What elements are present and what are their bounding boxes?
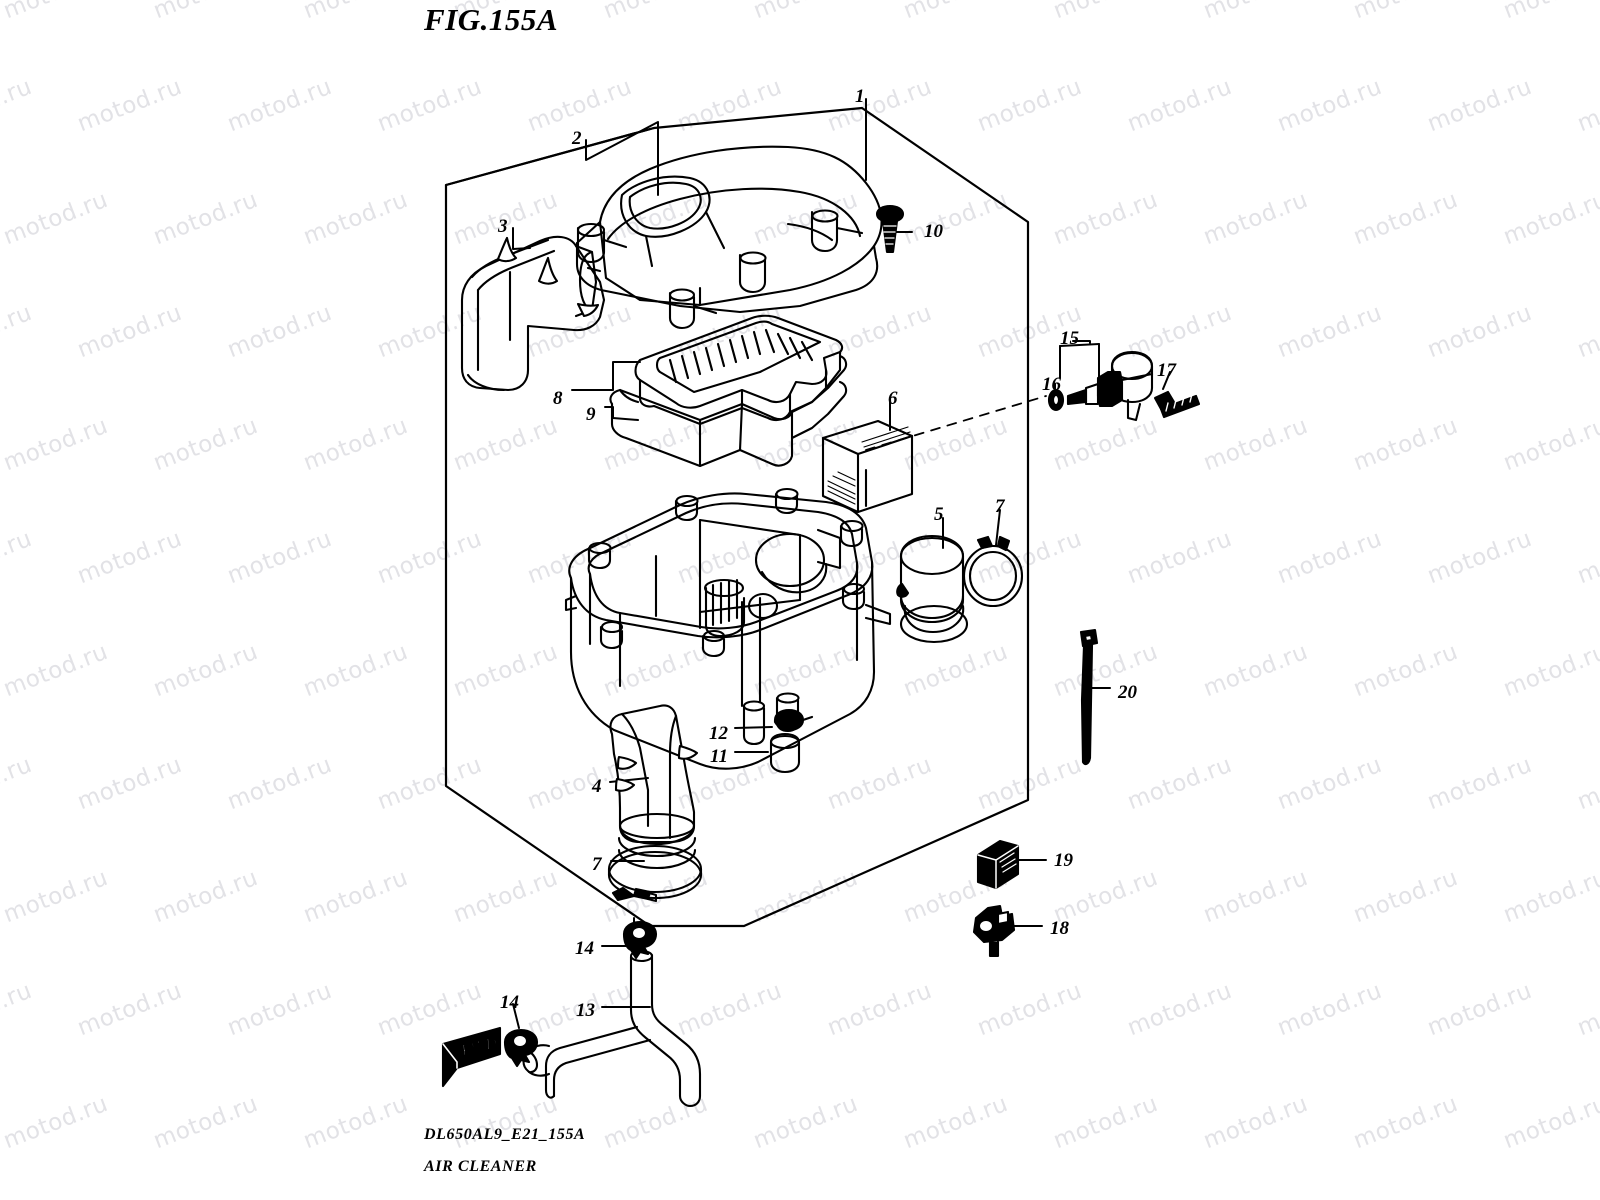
- assembly-boundary: [444, 106, 1030, 928]
- fwd-arrow: [441, 1026, 502, 1088]
- drain-cap: [773, 708, 814, 732]
- cable-tie: [1079, 628, 1099, 766]
- hose-clip-lower: [503, 1028, 539, 1068]
- footer-diagram-name: AIR CLEANER: [424, 1158, 537, 1175]
- callout-hose-clamp-upper: 7: [995, 496, 1005, 517]
- callout-hose-clamp-lower: 7: [592, 854, 602, 875]
- footer-diagram-code: DL650AL9_E21_155A: [424, 1126, 586, 1143]
- cover-screw: [875, 204, 905, 254]
- filter-seal: [609, 354, 848, 468]
- callout-drain-plug: 11: [710, 746, 728, 767]
- sensor-screw: [1153, 390, 1201, 419]
- callout-air-cleaner-cover: 1: [855, 86, 865, 107]
- foam-block: [821, 419, 914, 514]
- leader-2: [585, 121, 659, 196]
- callout-wire-clamp: 18: [1050, 918, 1069, 939]
- hose-clamp-upper: [962, 535, 1024, 608]
- air-cleaner-cover: [575, 145, 883, 330]
- callout-foam-block: 6: [888, 388, 898, 409]
- callout-hose-clip-lower: 14: [500, 992, 519, 1013]
- callout-breather-hose: 13: [576, 1000, 595, 1021]
- air-cleaner-inlet-tube: [609, 704, 699, 870]
- callout-intake-duct: 3: [498, 216, 508, 237]
- callout-sensor-screw: 17: [1157, 360, 1176, 381]
- callout-cover-screw: 10: [924, 221, 943, 242]
- box-mounting-bosses: [587, 487, 866, 658]
- connecting-tube: [896, 534, 969, 644]
- drain-plug: [769, 732, 801, 774]
- leader-11-12: [734, 726, 773, 753]
- hose-clip-upper: [622, 920, 658, 960]
- sensor-o-ring: [1047, 388, 1065, 412]
- callout-intake-air-temp-sensor: 15: [1060, 328, 1079, 349]
- callout-filter-seal: 9: [586, 404, 596, 425]
- callout-cable-tie: 20: [1118, 682, 1137, 703]
- wire-clamp: [972, 904, 1016, 958]
- intake-air-temp-sensor: [1066, 350, 1154, 422]
- intake-duct: [460, 235, 606, 392]
- callout-hose-clip-upper: 14: [575, 938, 594, 959]
- air-cleaner-box-body: [564, 487, 892, 770]
- leader-7-upper: [995, 509, 1001, 546]
- page-title: FIG.155A: [424, 2, 559, 37]
- breather-hose: [522, 949, 702, 1108]
- hose-clamp-lower: [607, 844, 703, 903]
- callout-sensor-o-ring: 16: [1042, 374, 1061, 395]
- connector-cover: [976, 839, 1020, 890]
- callout-connector-cover: 19: [1054, 850, 1073, 871]
- callout-air-filter-element: 8: [553, 388, 563, 409]
- sensor-alignment-dashed: [865, 395, 1047, 451]
- callout-air-cleaner-inlet-tube: 4: [592, 776, 602, 797]
- leader-14-lower: [512, 1003, 520, 1029]
- callout-drain-cap: 12: [709, 723, 728, 744]
- leader-8-9: [571, 361, 641, 421]
- callout-connecting-tube: 5: [934, 504, 944, 525]
- callout-air-cleaner-cover-assembly: 2: [572, 128, 582, 149]
